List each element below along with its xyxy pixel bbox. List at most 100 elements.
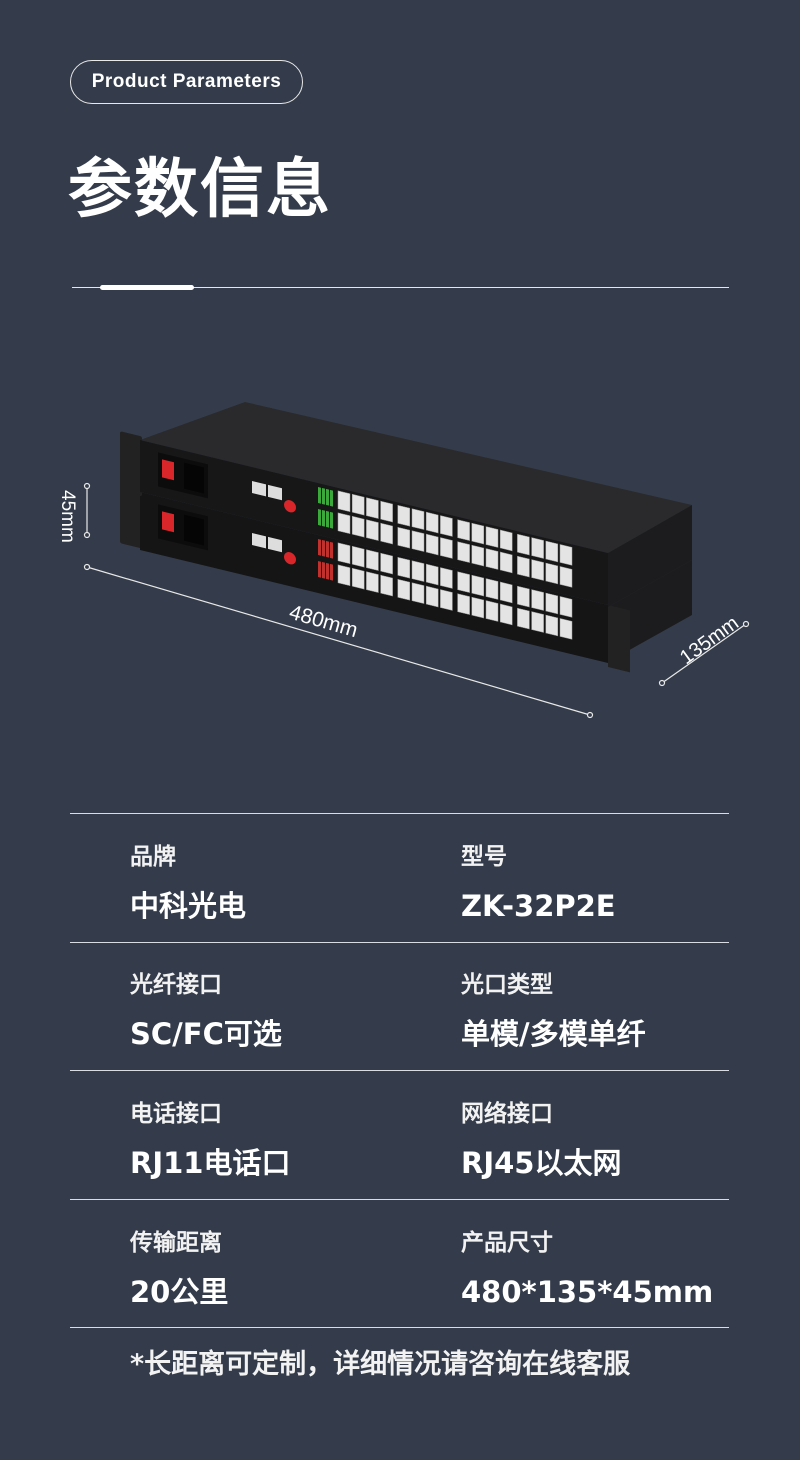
status-led [322,487,325,505]
title-divider [72,287,729,288]
rj11-port [545,562,559,585]
rj11-port [380,552,393,575]
top-unit [120,402,692,607]
rj11-port [471,596,485,619]
param-label: 产品尺寸 [461,1230,553,1256]
rj11-port [457,593,470,615]
status-led [322,509,325,527]
param-value: 480*135*45mm [461,1275,714,1309]
param-label: 电话接口 [130,1101,222,1127]
rj11-port [531,589,544,611]
rj11-port [545,540,559,563]
rj11-port [380,500,393,523]
width-dimension-label: 480mm [287,601,361,642]
param-model: 型号 ZK-32P2E [461,842,616,926]
rj11-port [471,522,485,545]
rj11-port [397,504,411,527]
rj11-port [440,589,453,611]
param-value: ZK-32P2E [461,889,616,923]
rj11-port [559,618,573,640]
rj11-port [545,592,559,615]
rj11-port [440,537,453,559]
rj11-port [411,582,425,604]
param-value: RJ45以太网 [461,1146,622,1180]
rj11-port [517,585,530,608]
param-value: 中科光电 [130,889,247,923]
rj11-port [485,578,499,600]
status-led [330,563,333,581]
param-optical-port-type: 光口类型单模/多模单纤 [461,970,646,1054]
rj11-port-grid-top [318,486,573,588]
param-value: SC/FC可选 [130,1017,282,1051]
rj11-port [411,530,425,552]
rj11-port [545,614,559,637]
status-led [326,562,329,580]
rj11-port [366,549,379,571]
rj11-port [380,574,393,597]
param-phone-interface: 电话接口 RJ11电话口 [130,1099,290,1183]
product-image: 45mm 480mm 135mm [57,402,750,719]
height-dimension-label: 45mm [57,490,78,543]
rj11-port [337,490,351,513]
table-divider [70,1070,729,1071]
table-divider [70,1199,729,1200]
bottom-unit [120,483,692,673]
rj11-port [425,511,439,534]
rj11-port [457,571,470,593]
rj11-port [440,567,453,589]
param-label: 网络接口 [461,1101,553,1127]
rj11-port [411,560,425,582]
status-led [330,541,333,559]
param-value: RJ11电话口 [130,1146,291,1180]
status-led [330,511,333,529]
param-label: 型号 [461,844,507,870]
rj11-port [499,529,513,552]
rj11-port [337,542,351,565]
status-led [318,486,321,504]
rj11-port [559,596,573,618]
rj11-port [531,537,544,559]
rj11-port [559,566,573,588]
rj11-port [457,541,470,563]
rj11-port [337,512,351,535]
rj11-port [531,611,544,633]
rj11-port [397,526,411,549]
rj11-port [351,515,365,538]
rj11-port [380,522,393,545]
table-divider [70,942,729,943]
param-value: 单模/多模单纤 [461,1017,646,1051]
rj11-port [425,563,439,586]
param-label: 传输距离 [130,1230,222,1256]
rj11-port [485,548,499,570]
rj11-port [559,544,573,566]
table-divider [70,1327,729,1328]
status-led [326,510,329,528]
depth-dimension-label: 135mm [676,612,743,669]
rj11-port [351,545,365,568]
param-label: 品牌 [130,844,176,870]
param-brand: 品牌中科光电 [130,842,246,926]
rj11-port [517,533,530,556]
rj11-port [425,585,439,608]
status-led [322,539,325,557]
rj11-port [366,571,379,593]
rj11-port [411,508,425,530]
status-led [326,540,329,558]
rj11-port [531,559,544,581]
rj11-port [485,600,499,622]
page-title: 参数信息 [68,153,332,227]
badge-text: Product Parameters [91,71,282,92]
rj11-port [457,519,470,541]
rj11-port [440,515,453,537]
rj11-port [366,497,379,519]
rj11-port [499,581,513,604]
custom-distance-note: *长距离可定制，详细情况请咨询在线客服 [130,1349,631,1380]
param-size: 产品尺寸 480*135*45mm [461,1228,713,1312]
rj11-port [351,493,365,516]
rj11-port [337,564,351,587]
dimension-lines [83,482,750,719]
table-divider [70,813,729,814]
rj11-port [517,607,530,630]
